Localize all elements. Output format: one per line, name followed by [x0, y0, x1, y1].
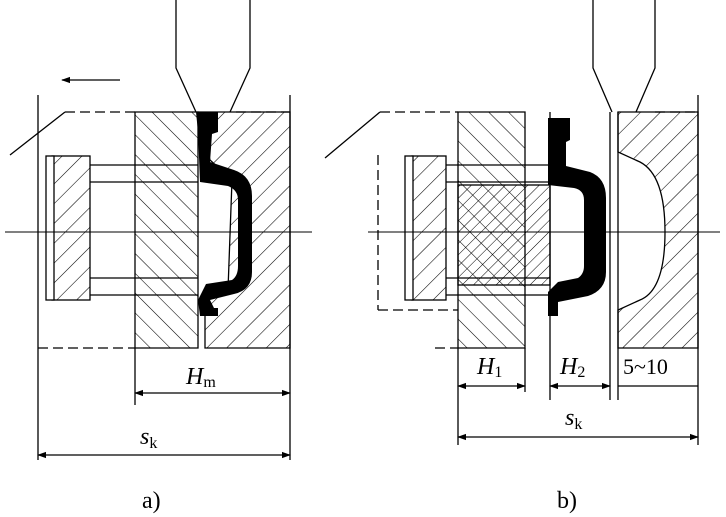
- moving-platen-outline: [9, 95, 135, 460]
- label-h1: H1: [476, 354, 502, 381]
- panel-b: [324, 0, 720, 445]
- nozzle-b: [592, 0, 656, 113]
- ejector-plate-b: [411, 155, 447, 301]
- moving-mold-half: [134, 111, 199, 349]
- fixed-mold-half-b: [617, 111, 699, 349]
- ejector-retainer-b: [404, 155, 414, 301]
- nozzle: [175, 0, 251, 113]
- label-h2: H2: [559, 354, 585, 381]
- core-insert: [457, 184, 551, 286]
- ejector-plate: [51, 155, 91, 301]
- label-clearance: 5~10: [623, 354, 668, 379]
- molded-part: [196, 112, 252, 316]
- label-mold-height: Hm: [185, 364, 216, 391]
- caption-a: a): [142, 488, 161, 514]
- ejector-retainer: [45, 155, 55, 301]
- molded-part-b: [548, 118, 606, 316]
- panel-a: [5, 0, 312, 460]
- label-stroke-b: sk: [565, 405, 582, 433]
- label-stroke-a: sk: [140, 424, 157, 452]
- caption-b: b): [557, 488, 577, 514]
